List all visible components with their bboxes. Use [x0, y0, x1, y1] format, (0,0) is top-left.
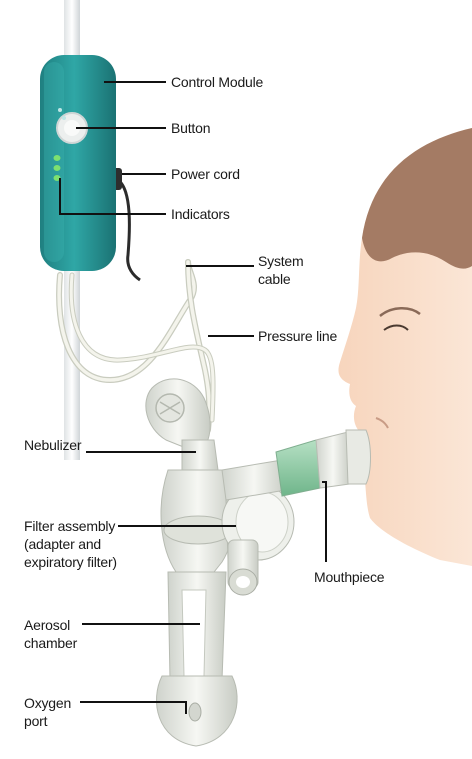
filter-assembly: [222, 484, 294, 595]
patient-face: [338, 128, 472, 566]
power-cord-wire: [118, 180, 140, 280]
label-control-module: Control Module: [171, 73, 263, 91]
label-power-cord: Power cord: [171, 165, 240, 183]
indicator-lights: [54, 155, 61, 181]
label-nebulizer: Nebulizer: [24, 436, 81, 454]
label-button: Button: [171, 119, 210, 137]
oxygen-port-base: [156, 676, 237, 746]
label-mouthpiece: Mouthpiece: [314, 568, 384, 586]
aerosol-chamber-body: [161, 470, 235, 680]
label-filter-assembly: Filter assembly (adapter and expiratory …: [24, 517, 117, 571]
label-oxygen-port: Oxygen port: [24, 694, 71, 730]
control-module-body: [40, 55, 116, 271]
label-pressure-line: Pressure line: [258, 327, 337, 345]
label-system-cable: System cable: [258, 252, 303, 288]
label-indicators: Indicators: [171, 205, 230, 223]
mouthpiece-unit: [222, 430, 371, 500]
label-aerosol-chamber: Aerosol chamber: [24, 616, 77, 652]
